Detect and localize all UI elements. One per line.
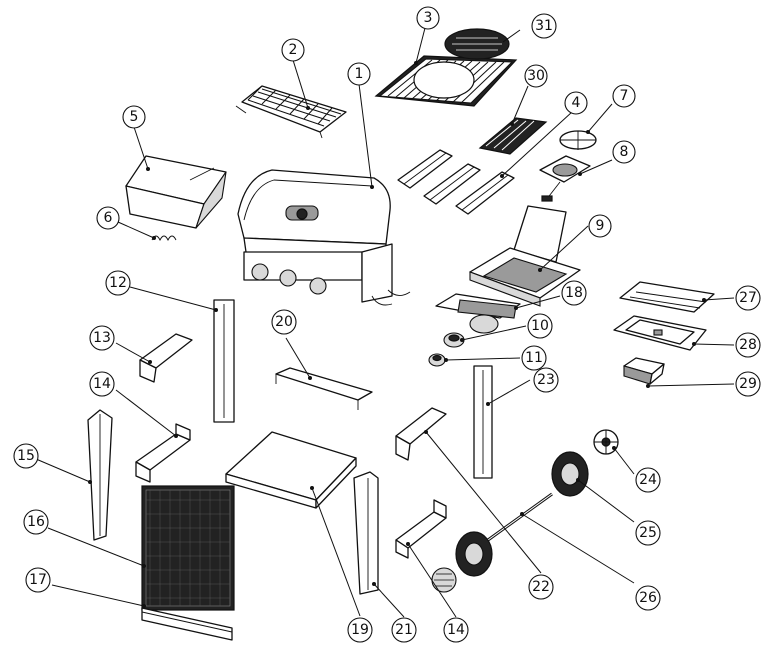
svg-text:3: 3 (424, 10, 433, 26)
svg-text:29: 29 (739, 376, 757, 392)
svg-text:2: 2 (289, 42, 298, 58)
part-bottom-shelf (225, 431, 357, 509)
callout-15: 15 (13, 443, 39, 469)
callout-12: 12 (105, 270, 131, 296)
part-cooking-grate (374, 55, 518, 107)
svg-text:10: 10 (531, 318, 549, 334)
svg-text:6: 6 (104, 210, 113, 226)
callout-10: 10 (527, 313, 553, 339)
svg-text:14: 14 (447, 622, 465, 638)
callout-6: 6 (96, 206, 120, 230)
callout-18: 18 (561, 280, 587, 306)
part-bottom-rail (141, 607, 233, 641)
svg-text:1: 1 (355, 66, 364, 82)
part-spring (151, 235, 177, 242)
part-front-leg-right (353, 471, 379, 595)
svg-text:21: 21 (395, 622, 413, 638)
part-round-grate (444, 28, 510, 60)
svg-text:9: 9 (596, 218, 605, 234)
part-flame-tamers (397, 149, 515, 215)
part-side-burner (539, 155, 591, 202)
part-bracket-lower-right (395, 499, 447, 559)
callout-28: 28 (735, 332, 761, 358)
callout-5: 5 (122, 105, 146, 129)
callout-11: 11 (521, 345, 547, 371)
part-rear-leg-right (473, 365, 493, 479)
svg-text:25: 25 (639, 525, 657, 541)
part-bracket-right (395, 407, 447, 461)
svg-text:22: 22 (532, 579, 550, 595)
svg-text:26: 26 (639, 590, 657, 606)
svg-text:31: 31 (535, 18, 553, 34)
part-axle (487, 492, 553, 542)
part-side-shelf-box (125, 155, 227, 229)
part-wheel (455, 451, 589, 577)
callouts: 1 2 3 4 5 6 7 8 9 10 11 12 13 14 14 15 1… (13, 6, 761, 643)
callout-26: 26 (635, 585, 661, 611)
svg-text:18: 18 (565, 285, 583, 301)
callout-2: 2 (281, 38, 305, 62)
svg-text:20: 20 (275, 314, 293, 330)
svg-text:28: 28 (739, 337, 757, 353)
leader-lines (35, 27, 735, 618)
callout-23: 23 (533, 367, 559, 393)
callout-3: 3 (416, 6, 440, 30)
callout-13: 13 (89, 325, 115, 351)
part-mesh-panel (141, 485, 235, 611)
part-front-leg-left (87, 409, 113, 541)
part-warming-rack (235, 85, 347, 139)
callout-30: 30 (524, 64, 548, 88)
svg-text:8: 8 (620, 144, 629, 160)
svg-text:13: 13 (93, 330, 111, 346)
part-grease-cup (623, 357, 665, 385)
part-grease-tray (613, 315, 707, 351)
callout-14-left: 14 (89, 371, 115, 397)
part-side-burner-grate (559, 130, 597, 150)
callout-8: 8 (612, 140, 636, 164)
part-rear-leg (213, 299, 235, 423)
callout-27: 27 (735, 285, 761, 311)
callout-31: 31 (531, 13, 557, 39)
svg-text:15: 15 (17, 448, 35, 464)
callout-29: 29 (735, 371, 761, 397)
callout-21: 21 (391, 617, 417, 643)
svg-text:19: 19 (351, 622, 369, 638)
callout-19: 19 (347, 617, 373, 643)
callout-24: 24 (635, 467, 661, 493)
part-bracket-upper (139, 333, 193, 383)
part-grill-head (237, 169, 411, 306)
callout-16: 16 (23, 509, 49, 535)
svg-text:24: 24 (639, 472, 657, 488)
part-bracket-lower-left (135, 423, 191, 483)
svg-text:11: 11 (525, 350, 543, 366)
callout-20: 20 (271, 309, 297, 335)
part-grease-shield (619, 281, 715, 313)
part-side-burner-lid (469, 205, 581, 307)
callout-17: 17 (25, 567, 51, 593)
svg-text:23: 23 (537, 372, 555, 388)
svg-text:17: 17 (29, 572, 47, 588)
part-griddle (478, 117, 548, 155)
svg-text:14: 14 (93, 376, 111, 392)
svg-text:16: 16 (27, 514, 45, 530)
part-top-bracket (275, 367, 373, 410)
svg-text:30: 30 (527, 68, 545, 84)
svg-text:7: 7 (620, 88, 629, 104)
callout-4: 4 (564, 91, 588, 115)
callout-7: 7 (612, 84, 636, 108)
callout-1: 1 (347, 62, 371, 86)
part-knob-2 (428, 353, 446, 367)
svg-text:5: 5 (130, 109, 139, 125)
callout-25: 25 (635, 520, 661, 546)
callout-14-right: 14 (443, 617, 469, 643)
svg-text:12: 12 (109, 275, 127, 291)
svg-text:4: 4 (572, 95, 581, 111)
svg-text:27: 27 (739, 290, 757, 306)
callout-22: 22 (528, 574, 554, 600)
callout-9: 9 (588, 214, 612, 238)
part-knob (443, 332, 465, 348)
part-burner-assembly (435, 293, 521, 334)
